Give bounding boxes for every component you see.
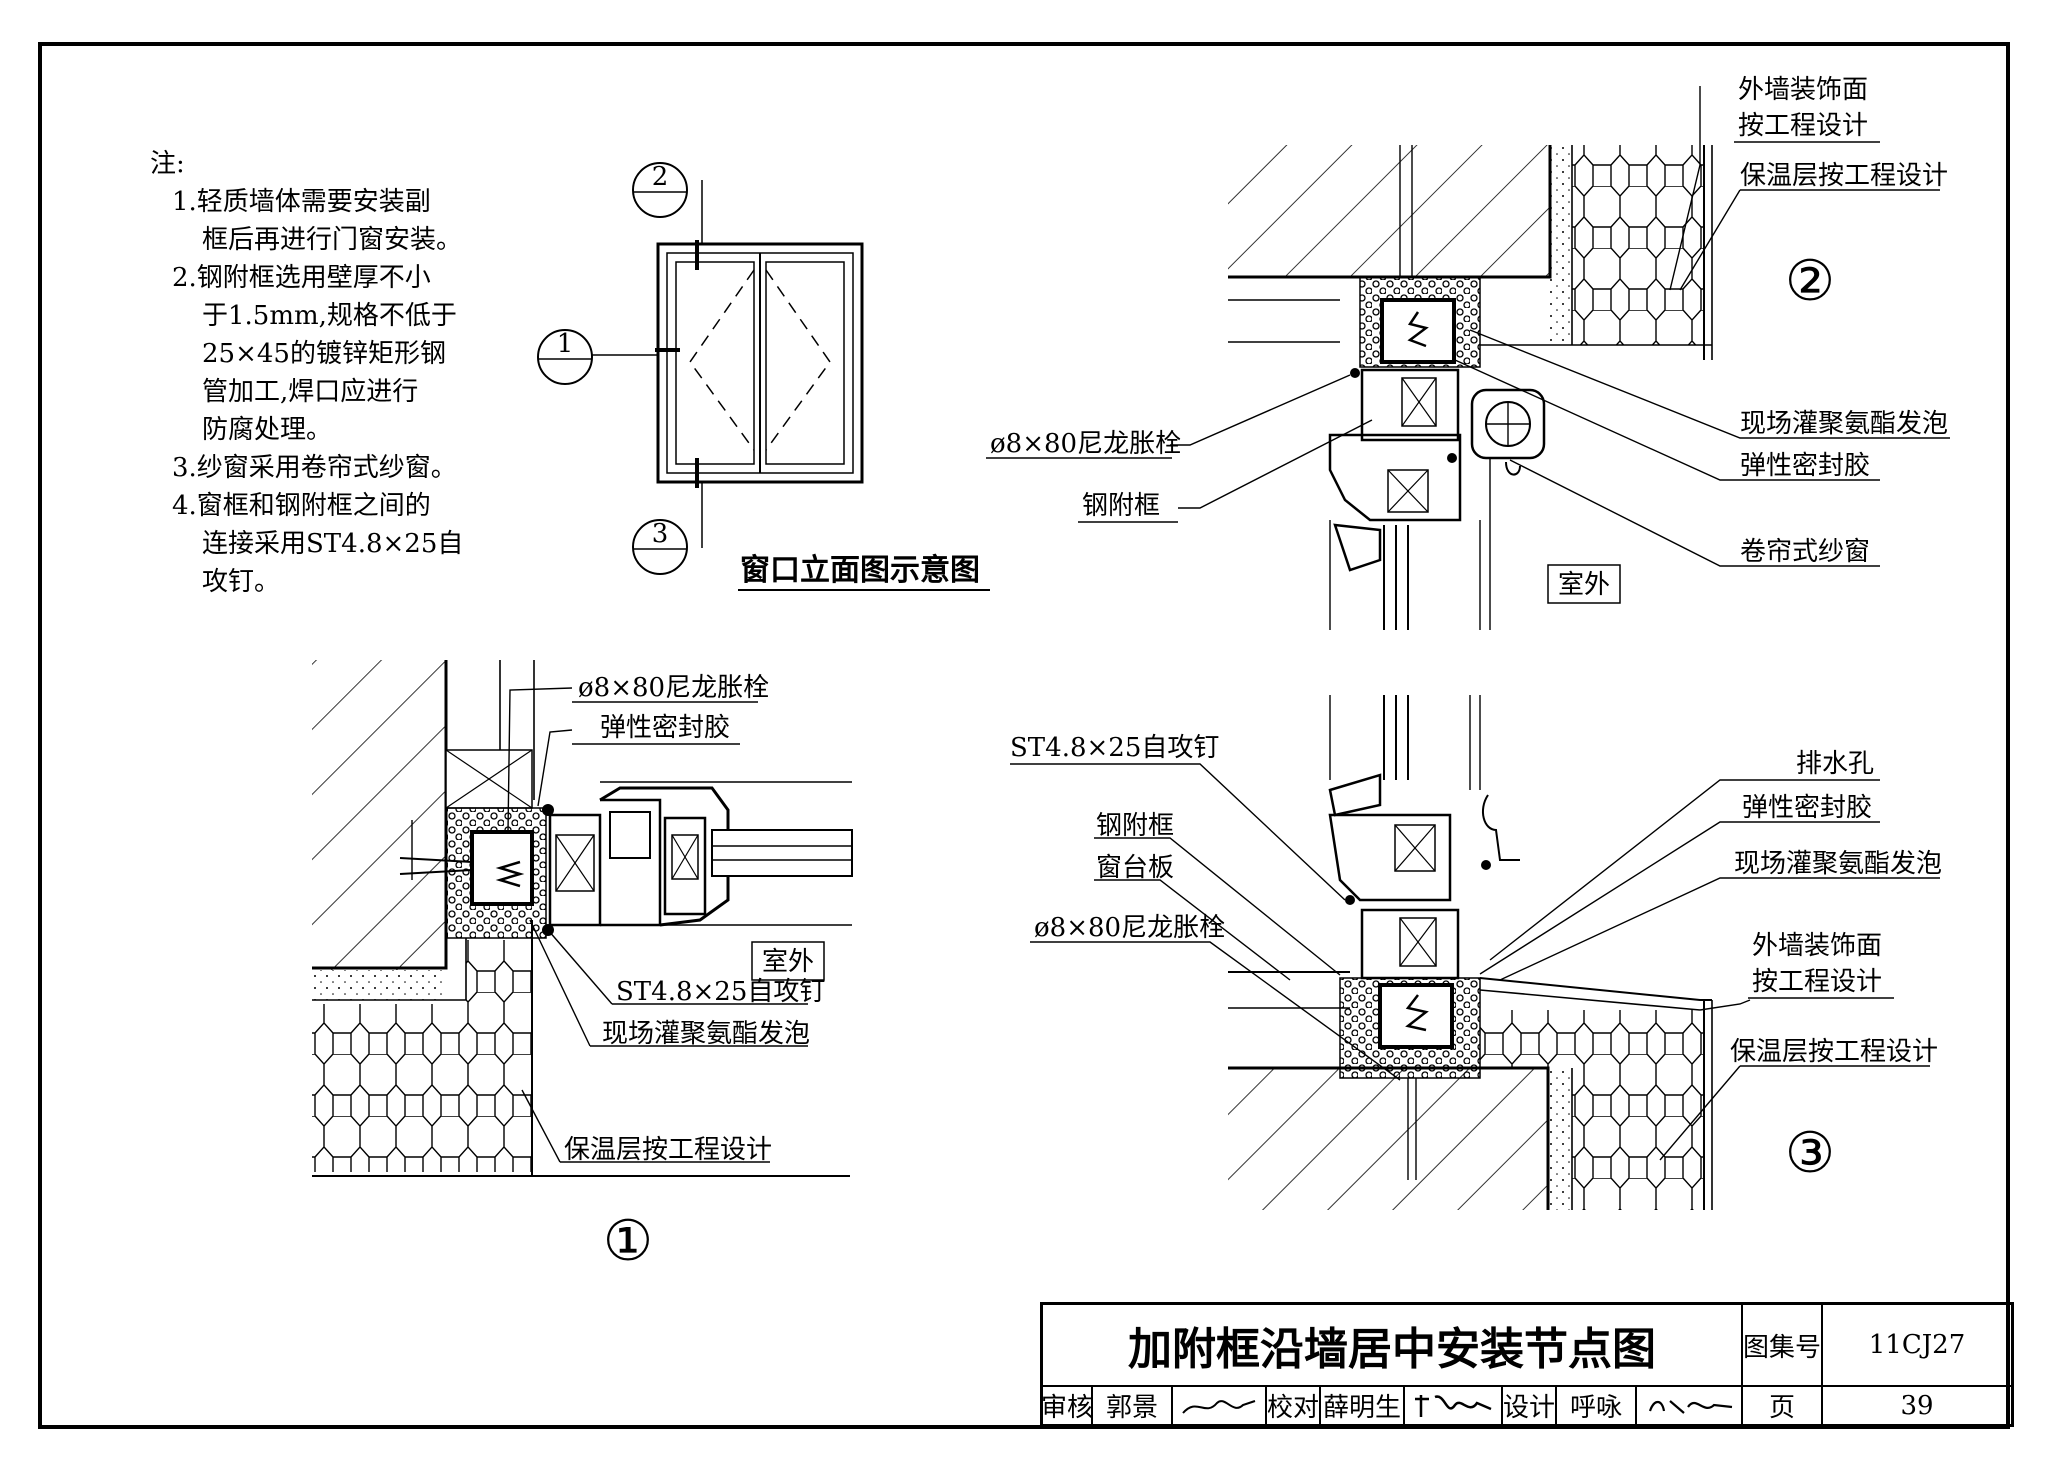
d2-outside-label: 室外 [1558,570,1610,600]
d3-sill-label: 窗台板 [1096,853,1174,883]
reviewer-signature [1173,1387,1267,1424]
marker-3: 3 [652,519,669,549]
sheet-border [38,42,2010,1429]
page-label: 页 [1743,1387,1823,1424]
d3-steel-frame-label: 钢附框 [1096,811,1174,841]
d3-insulation-label: 保温层按工程设计 [1730,1037,1938,1067]
note-2-line-3: 25×45的镀锌矩形钢 [202,339,446,369]
d1-anchor-label: ø8×80尼龙胀栓 [578,673,769,703]
checker-name: 薛明生 [1321,1387,1405,1424]
check-label: 校对 [1267,1387,1321,1424]
note-2-line-1: 2.钢附框选用壁厚不小 [172,263,431,293]
detail-3: ST4.8×25自攻钉 钢附框 窗台板 ø8×80尼龙胀栓 排水孔 弹性密封胶 … [1010,695,1942,1210]
d2-finish-label-2: 按工程设计 [1738,111,1868,141]
d2-insulation-label: 保温层按工程设计 [1740,161,1948,191]
atlas-number: 11CJ27 [1823,1305,2011,1387]
note-4-line-2: 连接采用ST4.8×25自 [202,529,464,559]
d3-foam-label: 现场灌聚氨酯发泡 [1734,849,1942,879]
detail-1-number: ① [603,1209,653,1274]
d1-screw-label: ST4.8×25自攻钉 [616,977,825,1007]
d1-insulation-label: 保温层按工程设计 [564,1135,772,1165]
designer-signature [1637,1387,1743,1424]
d1-foam-label: 现场灌聚氨酯发泡 [602,1019,810,1049]
notes-block: 注: 1.轻质墙体需要安装副 框后再进行门窗安装。 2.钢附框选用壁厚不小 于1… [150,145,463,601]
d3-finish-label-1: 外墙装饰面 [1752,931,1882,961]
elevation-diagram: 2 1 3 窗口立面图示意图 [537,162,990,591]
reviewer-name: 郭景 [1093,1387,1173,1424]
d3-anchor-label: ø8×80尼龙胀栓 [1034,913,1225,943]
checker-signature [1405,1387,1503,1424]
designer-name: 呼咏 [1557,1387,1637,1424]
detail-1: ø8×80尼龙胀栓 弹性密封胶 室外 ST4.8×25自攻钉 现场灌聚氨酯发泡 … [312,660,853,1274]
notes-heading: 注: [150,149,185,179]
page-number: 39 [1900,1390,1934,1421]
title-block: 加附框沿墙居中安装节点图 图集号 11CJ27 审核 郭景 校对 薛明生 设计 … [1040,1302,2014,1427]
designer-signature-icon [1648,1399,1733,1414]
note-4-line-1: 4.窗框和钢附框之间的 [172,491,431,521]
d2-steel-frame-label: 钢附框 [1082,491,1160,521]
review-label: 审核 [1041,1387,1093,1424]
checker-signature-icon [1415,1394,1492,1417]
note-1-line-2: 框后再进行门窗安装。 [202,225,463,255]
d2-anchor-label: ø8×80尼龙胀栓 [990,429,1181,459]
reviewer-signature-icon [1182,1399,1256,1414]
d1-outside-label: 室外 [762,947,814,977]
elevation-title: 窗口立面图示意图 [740,553,980,588]
note-2-line-4: 管加工,焊口应进行 [202,377,419,407]
note-3-line-1: 3.纱窗采用卷帘式纱窗。 [172,453,457,483]
detail-3-number: ③ [1785,1121,1835,1186]
marker-2: 2 [652,162,669,192]
marker-1: 1 [557,329,574,359]
design-label: 设计 [1503,1387,1557,1424]
detail-2-number: ② [1785,249,1835,314]
note-4-line-3: 攻钉。 [202,567,281,597]
detail-2: 外墙装饰面 按工程设计 保温层按工程设计 ② ø8×80尼龙胀栓 钢附框 现场灌… [986,75,1950,630]
d2-foam-label: 现场灌聚氨酯发泡 [1740,409,1948,439]
d3-drain-label: 排水孔 [1796,749,1874,779]
d2-sealant-label: 弹性密封胶 [1740,451,1870,481]
note-2-line-2: 于1.5mm,规格不低于 [202,301,457,331]
atlas-label: 图集号 [1743,1305,1823,1387]
note-2-line-5: 防腐处理。 [202,415,333,445]
d3-screw-label: ST4.8×25自攻钉 [1010,733,1219,763]
drawing-title: 加附框沿墙居中安装节点图 [1043,1305,1743,1387]
d2-screen-label: 卷帘式纱窗 [1740,537,1870,567]
d3-sealant-label: 弹性密封胶 [1742,793,1872,823]
note-1-line-1: 1.轻质墙体需要安装副 [172,187,431,217]
d2-finish-label-1: 外墙装饰面 [1738,75,1868,105]
d3-finish-label-2: 按工程设计 [1752,967,1882,997]
d1-sealant-label: 弹性密封胶 [600,713,730,743]
